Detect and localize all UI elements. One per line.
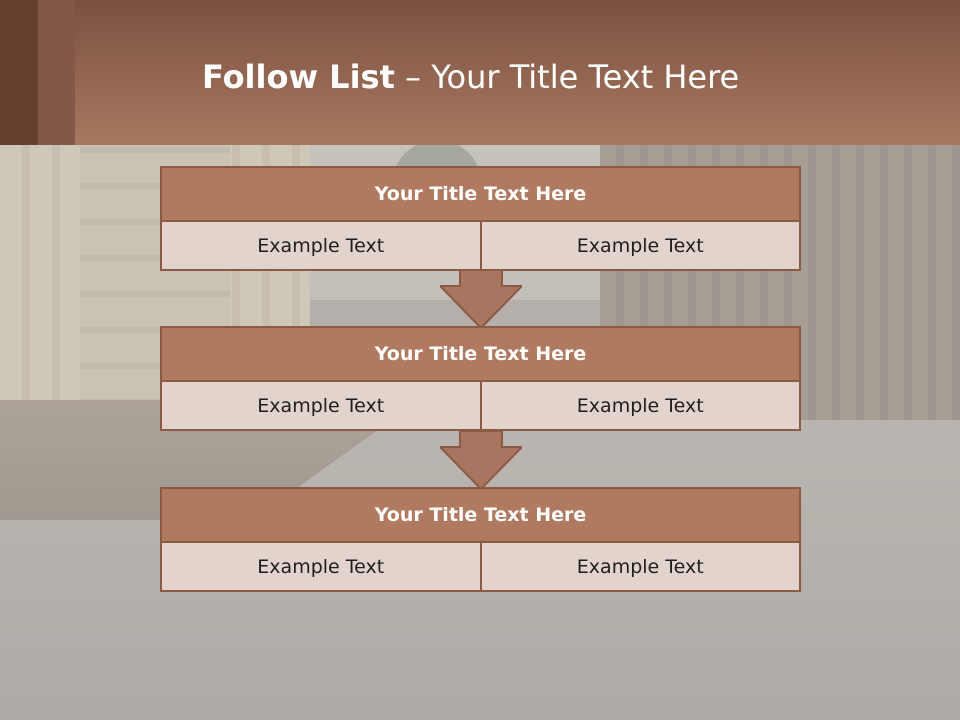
block-cell-right: Example Text xyxy=(481,382,801,431)
block-cell-right: Example Text xyxy=(481,543,801,592)
block-row: Example Text Example Text xyxy=(160,382,801,431)
slide-title-bold: Follow List xyxy=(202,58,395,96)
block-row: Example Text Example Text xyxy=(160,222,801,271)
list-block-1: Your Title Text Here Example Text Exampl… xyxy=(160,166,801,271)
down-arrow-icon xyxy=(440,270,522,328)
block-cell-left: Example Text xyxy=(160,222,482,271)
list-block-3: Your Title Text Here Example Text Exampl… xyxy=(160,487,801,592)
slide-title-rest: – Your Title Text Here xyxy=(394,58,740,96)
block-row: Example Text Example Text xyxy=(160,543,801,592)
header-band xyxy=(0,0,960,145)
block-cell-right: Example Text xyxy=(481,222,801,271)
block-title: Your Title Text Here xyxy=(160,487,801,543)
block-cell-left: Example Text xyxy=(160,543,482,592)
block-title: Your Title Text Here xyxy=(160,326,801,382)
list-block-2: Your Title Text Here Example Text Exampl… xyxy=(160,326,801,431)
header-stripe xyxy=(38,0,75,145)
header-stripe xyxy=(0,0,38,145)
slide-title: Follow List – Your Title Text Here xyxy=(202,52,739,102)
block-cell-left: Example Text xyxy=(160,382,482,431)
block-title: Your Title Text Here xyxy=(160,166,801,222)
down-arrow-icon xyxy=(440,431,522,489)
